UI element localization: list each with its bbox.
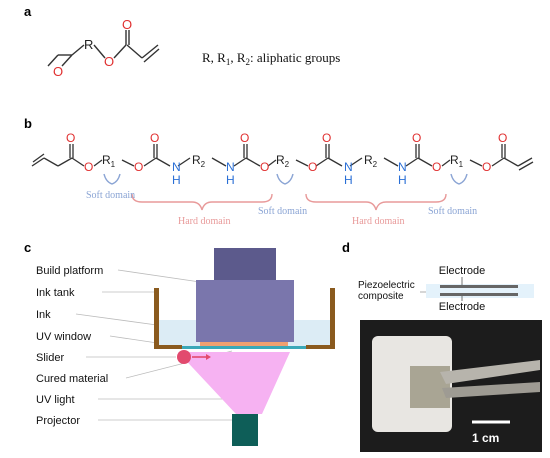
oxygen-atom: O bbox=[134, 160, 143, 174]
label-ink: Ink bbox=[36, 309, 51, 321]
r-group: R bbox=[84, 37, 93, 52]
platform-holder bbox=[214, 248, 276, 282]
label-slider: Slider bbox=[36, 352, 64, 364]
aliphatic-groups-legend: R, R1, R2: aliphatic groups bbox=[202, 50, 340, 67]
electrode-top bbox=[440, 285, 518, 288]
nitrogen-atom: N bbox=[172, 160, 181, 174]
oxygen-atom: O bbox=[150, 131, 159, 145]
composite-label-line1: Piezoelectric bbox=[358, 280, 415, 291]
soft-domain-label-right: Soft domain bbox=[428, 206, 477, 217]
panel-letter-d: d bbox=[342, 240, 350, 255]
oxygen-atom: O bbox=[308, 160, 317, 174]
oxygen-atom: O bbox=[322, 131, 331, 145]
electrode-bottom bbox=[440, 293, 518, 296]
panel-c-printer-diagram: Build platform Ink tank Ink UV window Sl… bbox=[36, 248, 335, 446]
label-ink-tank: Ink tank bbox=[36, 287, 75, 299]
label-build-platform: Build platform bbox=[36, 265, 103, 277]
cured-material bbox=[200, 342, 288, 346]
nitrogen-atom: N bbox=[398, 160, 407, 174]
projector-block bbox=[232, 414, 258, 446]
epoxide-oxygen: O bbox=[53, 64, 63, 79]
r2-group-left: R2 bbox=[192, 153, 206, 169]
panel-letter-b: b bbox=[24, 116, 32, 131]
hydrogen-atom: H bbox=[344, 173, 353, 187]
slider-ball bbox=[177, 350, 191, 364]
hard-domain-label-left: Hard domain bbox=[178, 216, 231, 227]
r2-group-right: R2 bbox=[364, 153, 378, 169]
oxygen-atom: O bbox=[240, 131, 249, 145]
ester-oxygen: O bbox=[104, 54, 114, 69]
scale-bar-label: 1 cm bbox=[472, 431, 499, 445]
panel-d-device: Electrode Electrode Piezoelectric compos… bbox=[358, 265, 542, 452]
panel-letter-c: c bbox=[24, 240, 32, 255]
lead-wire-bottom bbox=[442, 382, 540, 398]
soft-domain-label-center: Soft domain bbox=[258, 206, 307, 217]
hydrogen-atom: H bbox=[398, 173, 407, 187]
uv-light-beam bbox=[178, 352, 290, 414]
soft-domain-label-left: Soft domain bbox=[86, 190, 135, 201]
hydrogen-atom: H bbox=[226, 173, 235, 187]
tank-wall-right bbox=[330, 288, 335, 348]
panel-a-structure: O R O O R, R1, R2: aliphatic groups bbox=[47, 17, 340, 79]
label-uv-light: UV light bbox=[36, 394, 75, 406]
carbonyl-oxygen: O bbox=[122, 17, 132, 32]
oxygen-atom: O bbox=[84, 160, 93, 174]
hard-domain-label-right: Hard domain bbox=[352, 216, 405, 227]
oxygen-atom: O bbox=[260, 160, 269, 174]
tank-floor-right bbox=[306, 345, 335, 349]
electrode-bottom-label: Electrode bbox=[439, 301, 485, 313]
tank-wall-left bbox=[154, 288, 159, 348]
label-uv-window: UV window bbox=[36, 331, 91, 343]
nitrogen-atom: N bbox=[344, 160, 353, 174]
uv-window bbox=[182, 346, 306, 349]
electrode-top-label: Electrode bbox=[439, 265, 485, 277]
panel-b-structure: O R1 O O O N H R2 N H O O R2 O O N H R2 … bbox=[31, 131, 534, 227]
r1-group-right: R1 bbox=[450, 153, 464, 169]
oxygen-atom: O bbox=[412, 131, 421, 145]
tank-floor-left bbox=[154, 345, 182, 349]
slider-arrow-icon bbox=[206, 354, 211, 360]
hydrogen-atom: H bbox=[172, 173, 181, 187]
label-cured-material: Cured material bbox=[36, 373, 108, 385]
oxygen-atom: O bbox=[432, 160, 441, 174]
lead-wire-top bbox=[440, 360, 540, 384]
oxygen-atom: O bbox=[498, 131, 507, 145]
r2-group-center: R2 bbox=[276, 153, 290, 169]
composite-label-line2: composite bbox=[358, 291, 404, 302]
panel-letter-a: a bbox=[24, 4, 32, 19]
build-platform bbox=[196, 280, 294, 342]
oxygen-atom: O bbox=[482, 160, 491, 174]
r1-group-left: R1 bbox=[102, 153, 116, 169]
label-projector: Projector bbox=[36, 415, 80, 427]
oxygen-atom: O bbox=[66, 131, 75, 145]
nitrogen-atom: N bbox=[226, 160, 235, 174]
